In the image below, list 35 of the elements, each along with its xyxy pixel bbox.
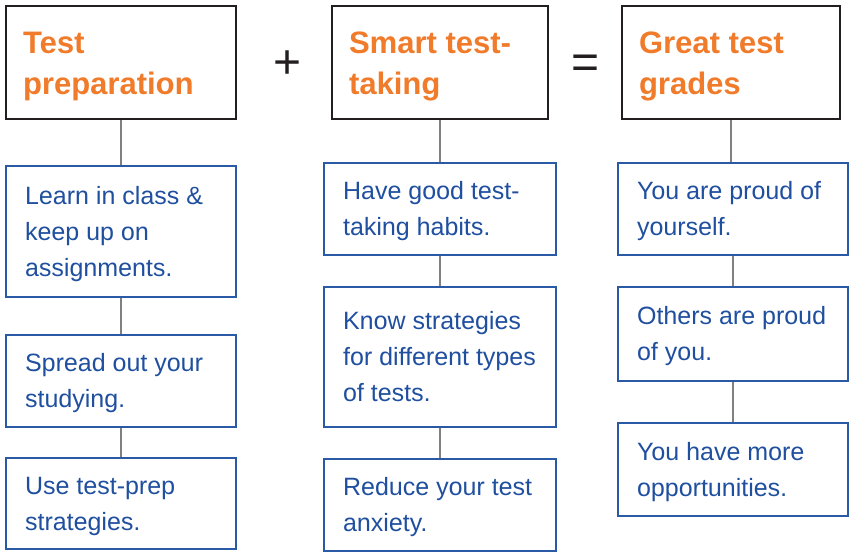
item-text: Spread out your studying. xyxy=(25,348,204,415)
header-box xyxy=(331,5,549,120)
header-box xyxy=(5,5,237,120)
item-box xyxy=(323,458,557,552)
item-text: Know strategies for different types of tests. xyxy=(343,306,537,409)
item-box xyxy=(617,422,849,517)
header-text: Smart test-taking xyxy=(349,24,512,103)
item-box xyxy=(617,162,849,256)
item-text: You are proud of yourself. xyxy=(637,176,822,243)
connector-line xyxy=(439,120,441,162)
header-box xyxy=(621,5,841,120)
item-text: Learn in class & keep up on assignments. xyxy=(25,180,204,284)
connector-line xyxy=(120,428,122,457)
connector-line xyxy=(439,256,441,286)
connector-line xyxy=(120,298,122,334)
item-text: Others are proud of you. xyxy=(637,301,827,368)
connector-line xyxy=(439,428,441,458)
item-box xyxy=(5,165,237,298)
header-text: Great test grades xyxy=(639,24,785,103)
item-box xyxy=(5,334,237,428)
connector-line xyxy=(732,382,734,422)
header-text: Test preparation xyxy=(23,24,195,102)
item-box xyxy=(5,457,237,550)
operator-sign: + xyxy=(272,39,302,87)
connector-line xyxy=(730,120,732,162)
item-text: You have more opportunities. xyxy=(637,436,806,504)
item-box xyxy=(617,286,849,382)
connector-line xyxy=(732,256,734,286)
item-box xyxy=(323,286,557,428)
item-text: Have good test-taking habits. xyxy=(343,176,520,243)
connector-line xyxy=(120,120,122,165)
item-box xyxy=(323,162,557,256)
item-text: Use test-prep strategies. xyxy=(25,470,176,538)
item-text: Reduce your test anxiety. xyxy=(343,472,533,539)
operator-sign: = xyxy=(570,39,600,87)
